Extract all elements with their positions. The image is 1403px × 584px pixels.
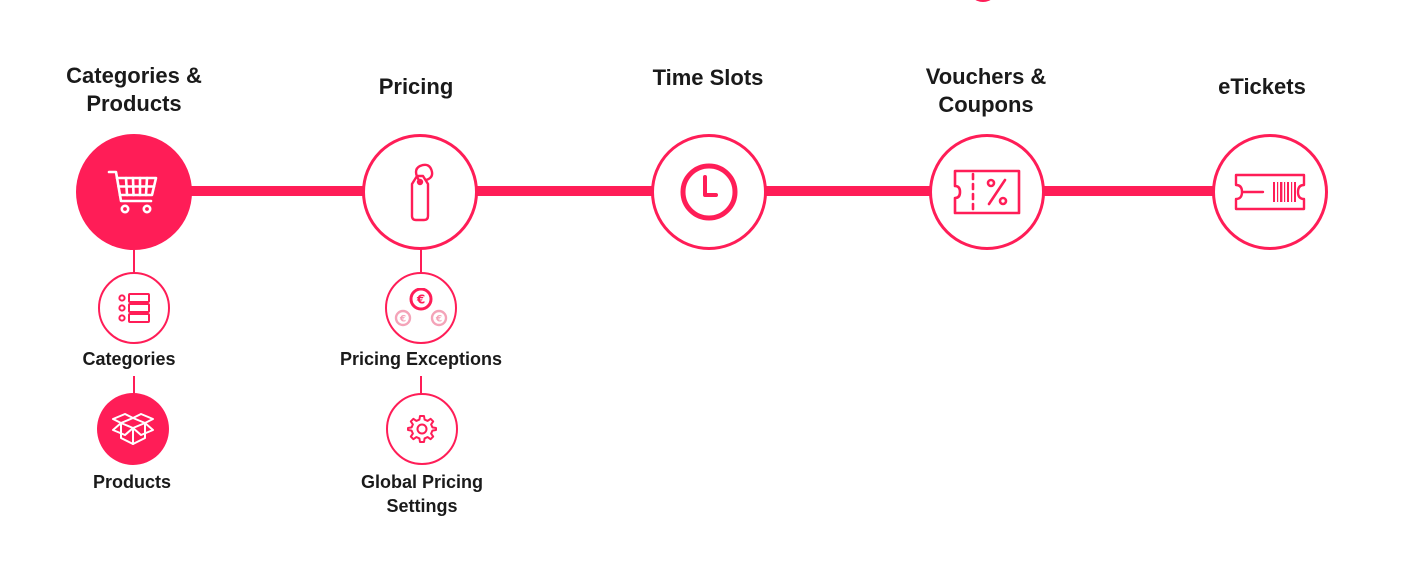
step-pricing[interactable] [362,134,478,250]
shopping-cart-icon [107,170,158,214]
substep-label-pricing-exceptions: Pricing Exceptions [339,349,503,369]
step-vouchers-coupons[interactable] [929,134,1045,250]
voucher-percent-icon [953,169,1021,215]
substep-pricing-exceptions[interactable]: € € € [385,272,457,344]
step-title-etickets: eTickets [1218,74,1306,99]
connector-line-1 [190,186,364,196]
svg-text:€: € [435,315,442,325]
list-icon [118,293,150,323]
connector-vertical-categories [133,248,135,273]
svg-text:€: € [416,293,425,307]
step-title-pricing: Pricing [378,74,454,99]
substep-products[interactable] [97,393,169,465]
box-icon [112,413,154,445]
connector-line-3 [764,186,930,196]
step-etickets[interactable] [1212,134,1328,250]
substep-label-global-pricing-settings: Global Pricing Settings [360,472,484,516]
svg-text:€: € [399,315,406,325]
step-time-slots[interactable] [651,134,767,250]
price-tag-icon [410,163,434,222]
substep-label-products: Products [92,472,172,492]
step-categories-products[interactable] [76,134,192,250]
connector-vertical-products [133,376,135,394]
step-title-time-slots: Time Slots [652,65,764,90]
substep-global-pricing-settings[interactable] [386,393,458,465]
gear-icon [407,415,437,443]
clock-icon [680,163,738,221]
substep-label-categories: Categories [82,349,176,369]
decorative-arc [968,0,998,2]
connector-line-2 [476,186,652,196]
euro-coins-icon: € € € [394,288,448,327]
substep-categories[interactable] [98,272,170,344]
connector-line-4 [1042,186,1214,196]
connector-vertical-global-pricing [420,376,422,394]
ticket-icon [1234,173,1306,211]
connector-vertical-pricing-exceptions [420,248,422,273]
step-title-vouchers-coupons: Vouchers & Coupons [925,64,1047,117]
step-title-categories-products: Categories & Products [66,63,202,116]
